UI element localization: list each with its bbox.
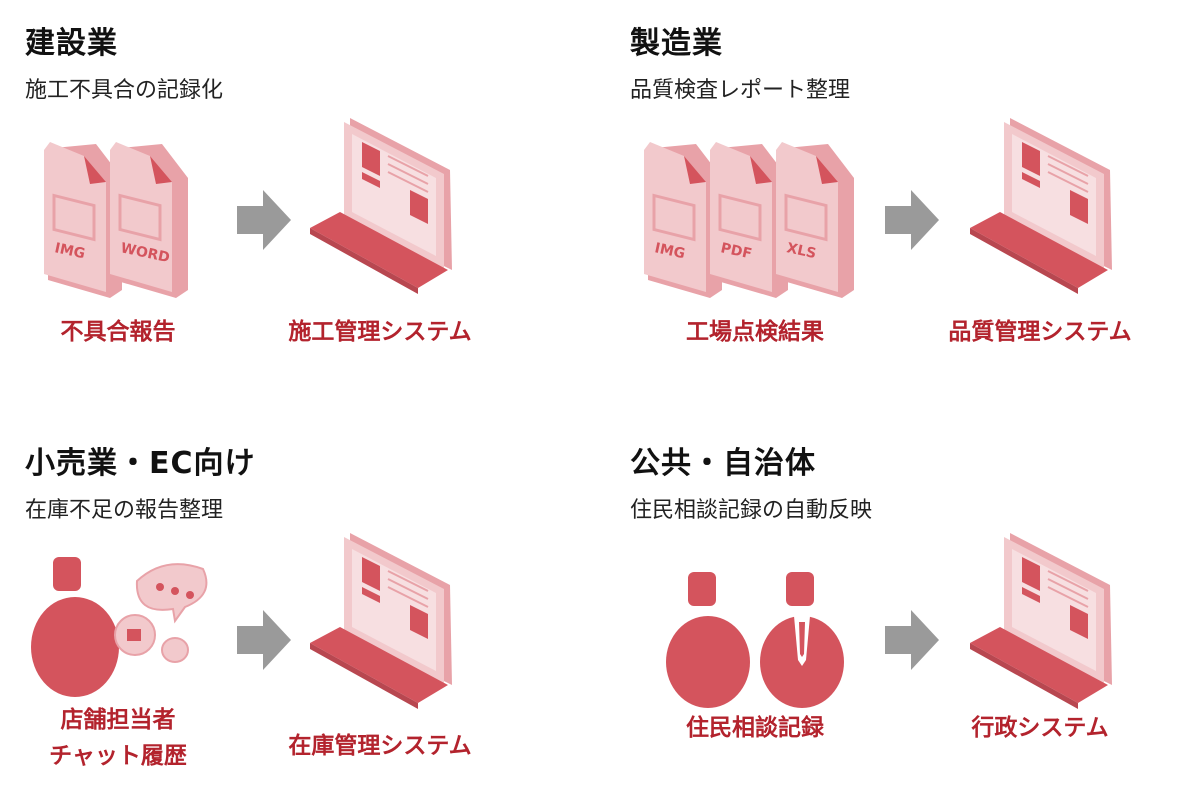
svg-text:IMG: IMG xyxy=(53,240,86,262)
two-people-icon xyxy=(660,570,860,714)
documents-icon: IMG WORD xyxy=(40,140,202,309)
target-label: 品質管理システム xyxy=(948,319,1132,345)
arrow-right-icon xyxy=(885,610,941,674)
section-construction: 建設業 施工不具合の記録化 IMG WORD 不具合報告 施工管理システム xyxy=(0,0,590,390)
source-label: 工場点検結果 xyxy=(686,319,824,345)
section-title: 公共・自治体 xyxy=(630,446,816,481)
source-label-line: 店舗担当者 xyxy=(60,707,176,733)
computer-icon xyxy=(300,110,470,304)
svg-text:IMG: IMG xyxy=(653,240,686,262)
section-retail-ec: 小売業・EC向け 在庫不足の報告整理 店舗担当者 チャット履歴 在庫管理システム xyxy=(0,420,590,810)
person-chat-icon xyxy=(25,555,215,709)
svg-text:XLS: XLS xyxy=(785,240,817,262)
arrow-right-icon xyxy=(237,190,293,254)
section-manufacturing: 製造業 品質検査レポート整理 IMG PDF XLS 工場点検 xyxy=(605,0,1185,390)
computer-icon xyxy=(960,525,1130,719)
source-label-line: チャット履歴 xyxy=(49,743,187,769)
computer-icon xyxy=(960,110,1130,304)
target-label: 在庫管理システム xyxy=(288,733,472,759)
computer-icon xyxy=(300,525,470,719)
section-title: 小売業・EC向け xyxy=(25,446,256,481)
source-label: 不具合報告 xyxy=(60,319,176,345)
arrow-right-icon xyxy=(885,190,941,254)
section-subtitle: 品質検査レポート整理 xyxy=(630,78,851,103)
arrow-right-icon xyxy=(237,610,293,674)
svg-text:PDF: PDF xyxy=(719,240,753,262)
target-label: 施工管理システム xyxy=(288,319,472,345)
section-subtitle: 施工不具合の記録化 xyxy=(25,78,224,103)
section-title: 製造業 xyxy=(630,26,723,61)
documents-icon: IMG PDF XLS xyxy=(640,140,868,309)
section-subtitle: 在庫不足の報告整理 xyxy=(25,498,224,523)
target-label: 行政システム xyxy=(971,715,1109,741)
section-subtitle: 住民相談記録の自動反映 xyxy=(630,498,873,523)
source-label: 住民相談記録 xyxy=(686,715,824,741)
source-label: 店舗担当者 チャット履歴 xyxy=(18,702,218,774)
section-public-municipality: 公共・自治体 住民相談記録の自動反映 住民相談記録 行政システム xyxy=(605,420,1185,810)
section-title: 建設業 xyxy=(25,26,118,61)
